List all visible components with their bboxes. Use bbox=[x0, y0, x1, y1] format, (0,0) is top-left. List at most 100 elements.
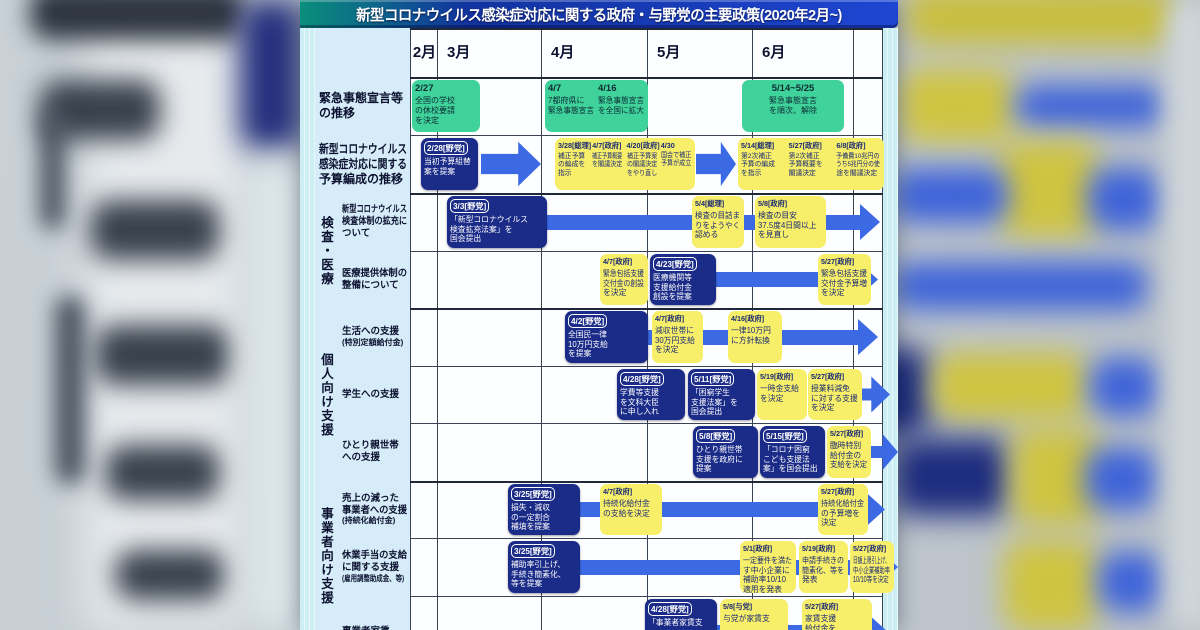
policy-box-line: を決定 bbox=[760, 394, 804, 404]
policy-box-date: 4/7[政府] bbox=[655, 314, 700, 324]
row-label-cell: 事業者家賃 bbox=[338, 596, 410, 630]
row-label-line: 事業者への支援 bbox=[342, 505, 408, 517]
policy-box-line: 支援法案」を bbox=[691, 398, 752, 408]
row-label-cell: 医療提供体制の整備について bbox=[338, 251, 410, 308]
policy-box-date-pill: 5/11[野党] bbox=[691, 372, 734, 386]
policy-box-line: 37.5度4日間以上 bbox=[758, 221, 823, 231]
policy-box-date: 5/8[与党] bbox=[723, 602, 785, 612]
policy-box-entry: 5/27[政府]緊急包括支援交付金予算増を決定 bbox=[821, 257, 868, 302]
policy-box-line: 予算の編成 bbox=[741, 161, 786, 169]
policy-box-line: 創設を提案 bbox=[653, 292, 713, 302]
policy-box-date: 4/30 bbox=[661, 141, 692, 150]
policy-box-entry: 5/11[野党]「困窮学生支援法案」を国会提出 bbox=[691, 372, 752, 417]
policy-box-line: 予算が成立 bbox=[661, 160, 689, 168]
policy-box-yellow: 5/19[政府]申請手続きの簡素化、等を発表 bbox=[799, 541, 848, 593]
blur-blob bbox=[30, 0, 245, 40]
policy-box-date-pill: 4/28[野党] bbox=[620, 372, 664, 386]
blur-blob bbox=[933, 352, 1088, 420]
policy-box-date: 5/8[野党] bbox=[696, 429, 755, 443]
row-label-cell: 売上の減った事業者への支援(持続化給付金) bbox=[338, 481, 410, 538]
group-label: 検査・医療 bbox=[317, 216, 336, 286]
policy-box-line: うち5兆円分の使 bbox=[836, 161, 874, 169]
policy-box-line: に方針転換 bbox=[731, 336, 779, 346]
policy-box-line: 持続化給付金 bbox=[821, 499, 861, 509]
timeline-table: 2月3月4月5月6月検査・医療個人向け支援事業者向け支援緊急事態宣言等の推移2/… bbox=[300, 28, 898, 630]
policy-box-date: 5/4[総理] bbox=[695, 199, 741, 209]
policy-timeline-card: 新型コロナウイルス感染症対応に関する政府・与野党の主要政策(2020年2月~) … bbox=[300, 0, 898, 630]
policy-box-line: 案」を国会提出 bbox=[763, 464, 822, 474]
policy-box-entry: 5/19[政府]申請手続きの簡素化、等を発表 bbox=[802, 544, 845, 590]
policy-box-line: を決定 bbox=[655, 345, 700, 355]
row-label-cell: 新型コロナウイルス検査体制の拡充について bbox=[338, 193, 410, 251]
policy-box-entry: 5/4[総理]検査の目詰まりをようやく認める bbox=[695, 199, 741, 245]
policy-box-entry: 4/20[政府]補正予算案の閣議決定をやり直し bbox=[627, 141, 658, 187]
row-label-line: 新型コロナウイルス bbox=[342, 204, 394, 216]
policy-box-line: の支給を決定 bbox=[603, 509, 659, 519]
policy-box-line: 授業料減免 bbox=[811, 384, 859, 394]
row-label-line: 事業者家賃 bbox=[342, 626, 410, 630]
policy-box-line: の閣議決定 bbox=[627, 161, 655, 169]
blur-blob bbox=[40, 110, 65, 230]
policy-box-line: 臨時特別 bbox=[830, 441, 868, 451]
policy-box-line: ひとり親世帯 bbox=[696, 445, 755, 455]
page-title: 新型コロナウイルス感染症対応に関する政府・与野党の主要政策(2020年2月~) bbox=[300, 0, 898, 28]
policy-box-line: 学費等支援 bbox=[620, 388, 682, 398]
policy-box-entry: 5/27[政府]家賃支援給付金を bbox=[805, 602, 869, 630]
policy-box-navy: 5/8[野党]ひとり親世帯支援を政府に提案 bbox=[693, 426, 758, 478]
policy-box-line: 交付金の創設 bbox=[603, 279, 640, 289]
policy-box-entry: 5/27[政府]第2次補正予算概要を閣議決定 bbox=[789, 141, 834, 187]
policy-box-line: 途を閣議決定 bbox=[836, 170, 881, 178]
row-label-line: (雇用調整助成金、等) bbox=[342, 574, 397, 584]
row-label-cell: 緊急事態宣言等の推移 bbox=[315, 77, 410, 135]
policy-box-line: 緊急包括支援 bbox=[603, 269, 640, 279]
policy-box-navy: 2/28[野党]当初予算組替案を提案 bbox=[421, 138, 478, 190]
policy-box-date: 5/14[総理] bbox=[741, 141, 786, 151]
policy-box-line: 家賃支援 bbox=[805, 614, 869, 624]
row-label-line: 整備について bbox=[342, 280, 410, 292]
policy-box-date: 3/25[野党] bbox=[511, 544, 577, 558]
policy-box-date: 4/23[野党] bbox=[653, 257, 713, 271]
policy-box-navy: 4/23[野党]医療機関等支援給付金創設を提案 bbox=[650, 254, 716, 305]
policy-box-yellow: 5/27[政府]家賃支援給付金を bbox=[802, 599, 872, 630]
month-label: 6月 bbox=[762, 41, 785, 62]
table-right-gutter bbox=[883, 28, 898, 630]
policy-box-yellow: 4/7[政府]緊急包括支援交付金の創設を決定 bbox=[600, 254, 648, 305]
policy-box-date: 5/19[政府] bbox=[760, 372, 804, 382]
policy-box-date-pill: 5/15[野党] bbox=[763, 429, 807, 443]
row-label-line: の推移 bbox=[319, 106, 410, 121]
blur-blob bbox=[893, 262, 1148, 310]
policy-box-date: 4/7 bbox=[548, 83, 595, 94]
table-border-line bbox=[882, 28, 883, 630]
header-label-cell bbox=[315, 28, 410, 77]
policy-box-date: 3/25[野党] bbox=[511, 487, 577, 501]
policy-box-date: 5/15[野党] bbox=[763, 429, 822, 443]
policy-box-line: 10/10等を決定 bbox=[853, 575, 880, 585]
group-label: 個人向け支援 bbox=[317, 353, 336, 437]
policy-box-line: 緊急事態宣言 bbox=[598, 96, 643, 106]
policy-box-entry: 4/2[野党]全国民一律10万円支給を提案 bbox=[568, 314, 645, 360]
policy-box-date: 5/27[政府] bbox=[805, 602, 869, 612]
policy-box-date: 2/28[野党] bbox=[424, 141, 475, 155]
policy-box-yellow: 4/16[政府]一律10万円に方針転換 bbox=[728, 311, 782, 363]
policy-box-line: を決定 bbox=[603, 288, 645, 298]
policy-box-date: 4/28[野党] bbox=[648, 602, 714, 616]
row-label-line: 検査体制の拡充に bbox=[342, 216, 400, 228]
row-label-line: (特別定額給付金) bbox=[342, 338, 410, 348]
policy-box-date: 4/2[野党] bbox=[568, 314, 645, 328]
group-cell: 検査・医療 bbox=[315, 193, 338, 308]
row-label-cell: ひとり親世帯への支援 bbox=[338, 423, 410, 481]
group-label: 事業者向け支援 bbox=[317, 507, 336, 605]
group-cell: 事業者向け支援 bbox=[315, 481, 338, 630]
policy-box-entry: 5/27[政府]授業料減免に対する支援を決定 bbox=[811, 372, 859, 417]
policy-box-line: 決定 bbox=[821, 518, 865, 528]
policy-box-line: を指示 bbox=[741, 170, 786, 178]
month-label: 4月 bbox=[551, 41, 574, 62]
policy-box-line: 当初予算組替 bbox=[424, 157, 475, 167]
policy-box-line: 検査の目安 bbox=[758, 211, 823, 221]
policy-box-line: 補助率引上げ、 bbox=[511, 560, 577, 570]
policy-box-navy: 3/25[野党]損失・減収の一定割合補填を提案 bbox=[508, 484, 580, 535]
policy-box-yellow: 4/7[政府]持続化給付金の支給を決定 bbox=[600, 484, 662, 535]
policy-box-navy: 4/28[野党]学費等支援を文科大臣に申し入れ bbox=[617, 369, 685, 420]
policy-box-entry: 5/8[政府]検査の目安37.5度4日間以上を見直し bbox=[758, 199, 823, 245]
policy-box-entry: 3/28[総理]補正予算の編成を指示 bbox=[558, 141, 589, 187]
